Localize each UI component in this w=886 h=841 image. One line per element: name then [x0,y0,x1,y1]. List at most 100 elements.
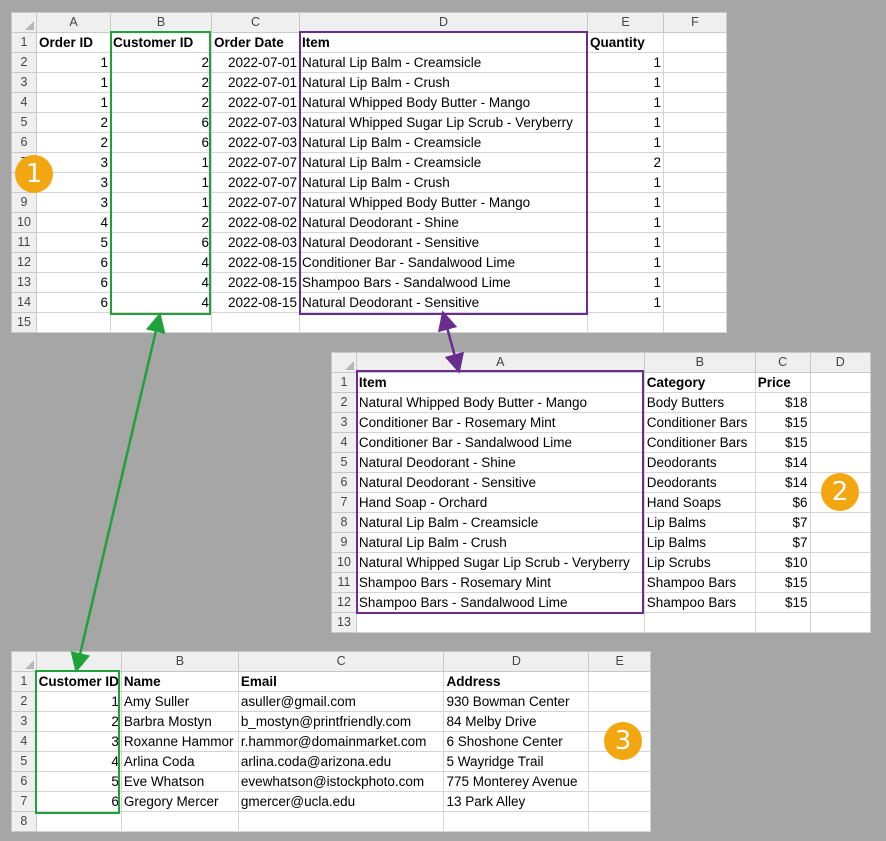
row-header[interactable]: 2 [331,392,357,413]
row-header[interactable]: 10 [11,212,37,233]
cell[interactable]: Conditioner Bar - Sandalwood Lime [299,252,588,273]
cell[interactable]: Shampoo Bars - Sandalwood Lime [355,592,645,613]
cell[interactable]: Shampoo Bars - Rosemary Mint [355,572,645,593]
cell[interactable]: Eve Whatson [120,771,239,792]
row-header[interactable]: 2 [11,52,37,73]
badge-products: 2 [821,473,859,511]
select-all-corner[interactable] [331,352,357,373]
cell[interactable]: Conditioner Bars [643,432,756,453]
cell[interactable]: 2022-08-15 [211,292,300,313]
cell[interactable]: 2022-07-07 [211,152,300,173]
column-header[interactable]: F [663,12,727,33]
cell[interactable]: 930 Bowman Center [443,691,590,712]
column-header[interactable]: C [211,12,300,33]
cell[interactable]: 13 Park Alley [443,791,590,812]
cell[interactable]: 775 Monterey Avenue [443,771,590,792]
cell[interactable]: Gregory Mercer [120,791,239,812]
row-header[interactable]: 1 [331,372,357,393]
cell[interactable]: 2022-07-01 [211,72,300,93]
row-header[interactable]: 12 [11,252,37,273]
row-header[interactable]: 13 [11,272,37,293]
column-header[interactable]: B [110,12,212,33]
cell[interactable]: Lip Scrubs [643,552,756,573]
cell[interactable]: Hand Soaps [643,492,756,513]
cell[interactable]: b_mostyn@printfriendly.com [237,711,445,732]
badge-orders: 1 [15,155,53,193]
cell[interactable]: $15 [754,572,811,593]
cell[interactable] [809,612,872,633]
cell[interactable]: 2022-07-01 [211,92,300,113]
cell[interactable]: Natural Whipped Sugar Lip Scrub - Verybe… [355,552,645,573]
cell[interactable]: evewhatson@istockphoto.com [237,771,445,792]
column-header[interactable]: C [754,352,811,373]
column-header[interactable]: A [36,12,111,33]
header-cell[interactable]: Quantity [587,32,664,53]
row-header[interactable]: 4 [11,731,37,752]
cell[interactable]: Shampoo Bars [643,572,756,593]
row-header[interactable]: 13 [331,612,357,633]
cell[interactable]: asuller@gmail.com [237,691,445,712]
cell[interactable]: arlina.coda@arizona.edu [237,751,445,772]
row-header[interactable]: 6 [331,472,357,493]
cell[interactable] [643,612,756,633]
row-header[interactable]: 3 [331,412,357,433]
row-header[interactable]: 9 [11,192,37,213]
cell[interactable]: Hand Soap - Orchard [355,492,645,513]
column-header[interactable]: C [237,651,445,672]
header-cell[interactable]: Order ID [36,32,111,53]
row-header[interactable]: 5 [11,751,37,772]
cell[interactable]: Body Butters [643,392,756,413]
header-cell[interactable]: Customer ID [110,32,212,53]
row-header[interactable]: 15 [11,312,37,333]
row-header[interactable]: 4 [331,432,357,453]
row-header[interactable]: 5 [11,112,37,133]
column-header[interactable]: A [355,352,645,373]
row-header[interactable]: 12 [331,592,357,613]
select-all-corner[interactable] [11,12,37,33]
cell[interactable]: Shampoo Bars - Sandalwood Lime [299,272,588,293]
row-header[interactable]: 3 [11,711,37,732]
cell[interactable] [120,811,239,832]
header-cell[interactable]: Category [643,372,756,393]
cell[interactable]: Arlina Coda [120,751,239,772]
cell[interactable] [588,811,651,832]
cell[interactable]: Natural Whipped Body Butter - Mango [355,392,645,413]
header-cell[interactable]: Customer ID [35,671,122,692]
cell[interactable] [663,312,727,333]
cell[interactable]: $14 [754,472,811,493]
row-header[interactable]: 6 [11,132,37,153]
column-header[interactable]: E [588,651,651,672]
header-cell[interactable]: Order Date [211,32,300,53]
column-header[interactable]: D [809,352,872,373]
row-header[interactable]: 1 [11,32,37,53]
cell[interactable]: Natural Lip Balm - Creamsicle [355,512,645,533]
cell[interactable]: Conditioner Bars [643,412,756,433]
cell[interactable]: Natural Deodorant - Shine [355,452,645,473]
row-header[interactable]: 4 [11,92,37,113]
header-cell[interactable]: Item [355,372,645,393]
column-header[interactable]: B [643,352,756,373]
row-header[interactable]: 9 [331,532,357,553]
cell[interactable]: Deodorants [643,472,756,493]
row-header[interactable]: 7 [11,791,37,812]
cell[interactable] [443,811,590,832]
select-all-corner[interactable] [11,651,37,672]
header-cell[interactable]: Item [299,32,588,53]
cell[interactable]: 6 Shoshone Center [443,731,590,752]
cell[interactable]: Natural Deodorant - Shine [299,212,588,233]
column-header[interactable]: D [299,12,588,33]
cell[interactable]: Natural Lip Balm - Crush [299,72,588,93]
row-header[interactable]: 10 [331,552,357,573]
